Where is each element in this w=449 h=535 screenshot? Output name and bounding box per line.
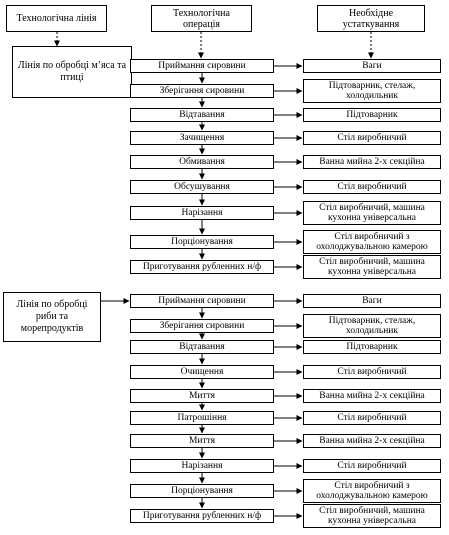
operation-box: Очищення: [130, 365, 274, 379]
equipment-label: Підтоварник: [346, 342, 398, 352]
operation-label: Обсушування: [174, 182, 230, 192]
operation-label: Відтавання: [179, 110, 225, 120]
operation-box: Відтавання: [130, 108, 274, 122]
line-fish-seafood-label: Лінія по обробці риби та морепродуктів: [16, 299, 88, 334]
equipment-box: Стіл виробничий: [303, 459, 441, 473]
equipment-box: Ванна мийна 2-х секційна: [303, 434, 441, 448]
equipment-box: Підтоварник: [303, 108, 441, 122]
equipment-box: Стіл виробничий, машина кухонна універса…: [303, 255, 441, 279]
equipment-label: Ванна мийна 2-х секційна: [319, 157, 425, 167]
equipment-box: Ваги: [303, 59, 441, 73]
operation-box: Нарізання: [130, 206, 274, 220]
equipment-box: Стіл виробничий: [303, 131, 441, 145]
operation-box: Зберігання сировини: [130, 319, 274, 333]
equipment-label: Стіл виробничий: [337, 367, 407, 377]
operation-box: Обмивання: [130, 155, 274, 169]
equipment-label: Ванна мийна 2-х секційна: [319, 436, 425, 446]
operation-box: Приготування рубленних н/ф: [130, 260, 274, 274]
header-operation-label: Технологічна операція: [173, 7, 230, 30]
equipment-label: Стіл виробничий: [337, 461, 407, 471]
operation-label: Нарізання: [181, 461, 223, 471]
operation-label: Приймання сировини: [158, 296, 246, 306]
equipment-label: Стіл виробничий, машина кухонна універса…: [319, 506, 425, 526]
operation-label: Приготування рубленних н/ф: [142, 511, 262, 521]
equipment-box: Стіл виробничий: [303, 365, 441, 379]
equipment-box: Стіл виробничий з охолоджувальною камеро…: [303, 230, 441, 254]
equipment-label: Стіл виробничий: [337, 133, 407, 143]
operation-box: Приймання сировини: [130, 59, 274, 73]
equipment-label: Стіл виробничий з охолоджувальною камеро…: [316, 232, 428, 252]
operation-box: Зачищення: [130, 131, 274, 145]
equipment-box: Стіл виробничий, машина кухонна універса…: [303, 504, 441, 528]
operation-box: Патрошіння: [130, 411, 274, 425]
operation-label: Миття: [188, 391, 216, 401]
equipment-label: Стіл виробничий: [337, 413, 407, 423]
operation-label: Зберігання сировини: [159, 321, 245, 331]
equipment-box: Стіл виробничий з охолоджувальною камеро…: [303, 479, 441, 503]
operation-label: Патрошіння: [177, 413, 227, 423]
operation-label: Очищення: [180, 367, 224, 377]
operation-box: Миття: [130, 434, 274, 448]
header-equipment-label: Необхідне устаткування: [342, 7, 400, 30]
operation-label: Зачищення: [179, 133, 225, 143]
operation-box: Приготування рубленних н/ф: [130, 509, 274, 523]
operation-box: Порціонування: [130, 235, 274, 249]
equipment-label: Підтоварник: [346, 110, 398, 120]
equipment-label: Ванна мийна 2-х секційна: [319, 391, 425, 401]
operation-box: Обсушування: [130, 180, 274, 194]
equipment-label: Ваги: [362, 296, 382, 306]
equipment-box: Ваги: [303, 294, 441, 308]
equipment-box: Ванна мийна 2-х секційна: [303, 389, 441, 403]
operation-box: Зберігання сировини: [130, 84, 274, 98]
header-operation: Технологічна операція: [151, 5, 252, 32]
line-meat-poultry-label: Лінія по обробці м’яса та птиці: [17, 60, 127, 83]
line-meat-poultry: Лінія по обробці м’яса та птиці: [12, 46, 132, 98]
equipment-label: Стіл виробничий з охолоджувальною камеро…: [316, 481, 428, 501]
equipment-box: Ванна мийна 2-х секційна: [303, 155, 441, 169]
equipment-box: Стіл виробничий, машина кухонна універса…: [303, 201, 441, 225]
equipment-label: Підтоварник, стелаж, холодильник: [328, 81, 416, 101]
operation-box: Нарізання: [130, 459, 274, 473]
operation-box: Порціонування: [130, 484, 274, 498]
equipment-box: Підтоварник, стелаж, холодильник: [303, 79, 441, 103]
operation-label: Приготування рубленних н/ф: [142, 262, 262, 272]
equipment-box: Підтоварник: [303, 340, 441, 354]
operation-label: Зберігання сировини: [159, 86, 245, 96]
operation-box: Миття: [130, 389, 274, 403]
equipment-label: Підтоварник, стелаж, холодильник: [328, 316, 416, 336]
operation-label: Відтавання: [179, 342, 225, 352]
operation-label: Нарізання: [181, 208, 223, 218]
operation-label: Обмивання: [179, 157, 225, 167]
operation-label: Порціонування: [171, 486, 233, 496]
operation-box: Приймання сировини: [130, 294, 274, 308]
header-line: Технологічна лінія: [6, 5, 107, 32]
operation-label: Миття: [188, 436, 216, 446]
equipment-label: Стіл виробничий: [337, 182, 407, 192]
header-equipment: Необхідне устаткування: [317, 5, 425, 32]
equipment-box: Підтоварник, стелаж, холодильник: [303, 314, 441, 338]
operation-label: Порціонування: [171, 237, 233, 247]
operation-box: Відтавання: [130, 340, 274, 354]
line-fish-seafood: Лінія по обробці риби та морепродуктів: [3, 292, 101, 342]
header-line-label: Технологічна лінія: [16, 13, 97, 24]
equipment-label: Стіл виробничий, машина кухонна універса…: [319, 203, 425, 223]
equipment-label: Стіл виробничий, машина кухонна універса…: [319, 257, 425, 277]
equipment-box: Стіл виробничий: [303, 411, 441, 425]
equipment-label: Ваги: [362, 61, 382, 71]
operation-label: Приймання сировини: [158, 61, 246, 71]
equipment-box: Стіл виробничий: [303, 180, 441, 194]
